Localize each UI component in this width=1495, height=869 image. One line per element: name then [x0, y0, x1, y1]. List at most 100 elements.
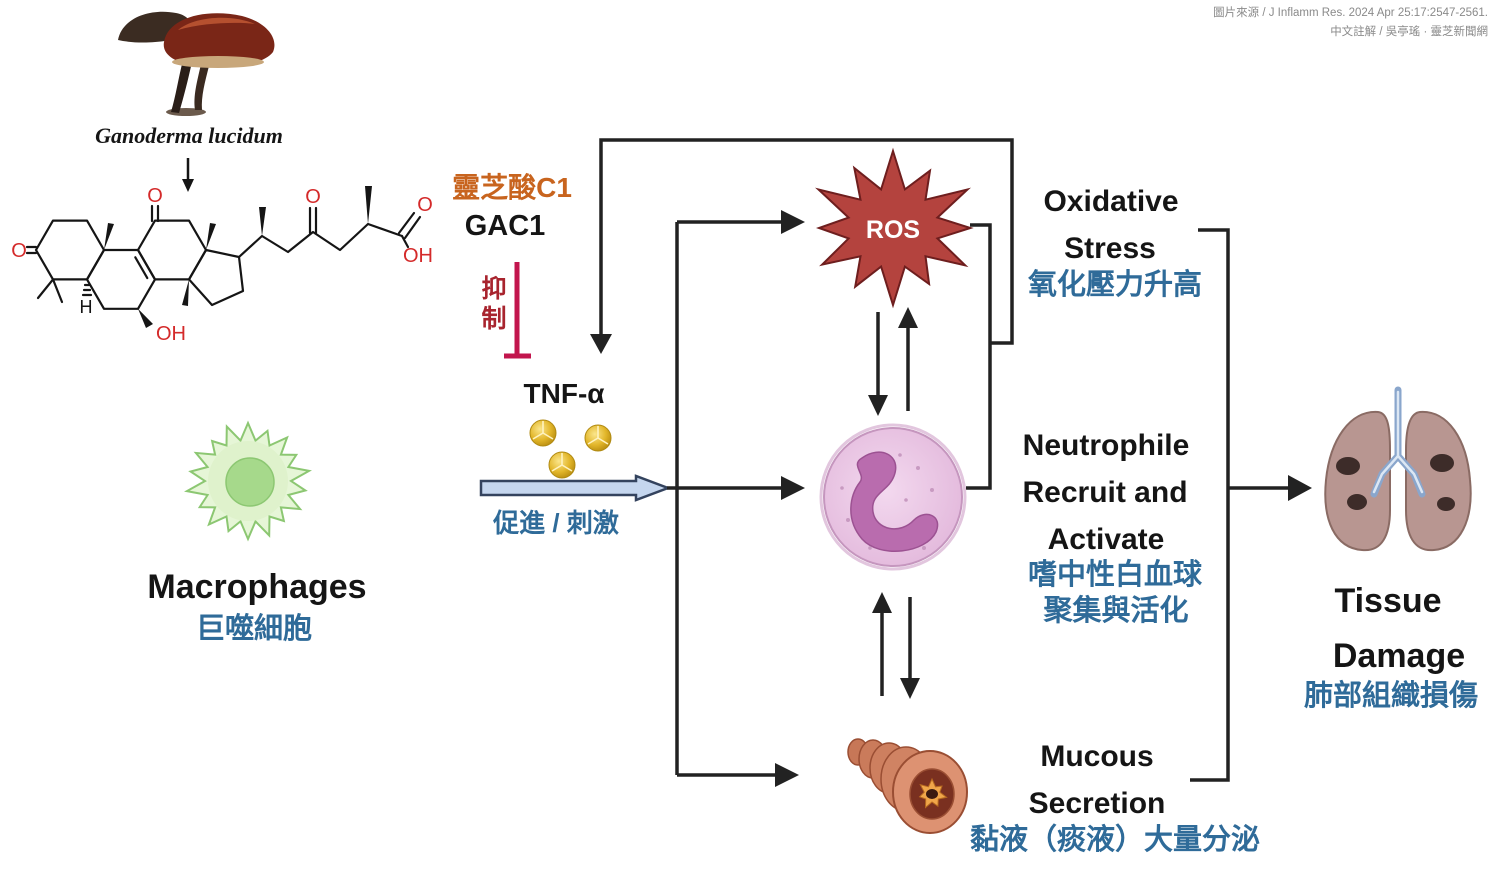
- gac1-structure: O O O O OH OH H: [11, 185, 433, 345]
- ros-to-neutrophil-head-icon: [868, 395, 888, 416]
- ros-burst-shape: [815, 147, 974, 309]
- neutrophil-granules: [840, 453, 934, 550]
- granule: [840, 486, 844, 490]
- mushroom-cap-underside: [172, 56, 264, 68]
- tnf-ball-3-mark: [551, 453, 573, 472]
- macrophage-nucleus: [225, 457, 275, 507]
- acid-oxygen-label: O: [417, 194, 433, 216]
- side-chain: [237, 222, 404, 259]
- tissue-damage-label-zh: 肺部組織損傷: [1304, 678, 1478, 712]
- outcome-bracket: [1190, 228, 1230, 782]
- ros-burst-icon: ROS: [815, 147, 974, 309]
- neutrophil-outer-ring: [819, 423, 967, 571]
- c25-methyl-wedge: [365, 186, 372, 224]
- feedback-arrow-head-icon: [590, 334, 612, 354]
- neutrophil-label-zh-line2: 聚集與活化: [1042, 594, 1188, 627]
- inhibit-label-char1: 抑: [481, 275, 506, 303]
- granule: [846, 518, 850, 522]
- lesion-3: [1430, 454, 1454, 472]
- lungs-icon: [1324, 386, 1472, 552]
- species-to-compound-arrow: [182, 158, 194, 192]
- macrophage-label-zh: 巨噬細胞: [196, 611, 312, 645]
- mushroom-stem-front: [194, 64, 209, 110]
- oxidative-stress-line1: Oxidative: [1043, 185, 1178, 218]
- neutrophil-to-ros-head-icon: [898, 307, 918, 328]
- macrophage-icon: [184, 420, 312, 542]
- lesion-2: [1347, 494, 1367, 510]
- tnf-ball-1: [529, 419, 557, 447]
- compound-name-zh: 靈芝酸C1: [452, 172, 572, 203]
- structure-wedges: [104, 186, 372, 328]
- ring-d: [187, 248, 245, 307]
- mushroom-cap-front: [163, 13, 275, 68]
- mucous-to-neutrophil-head-icon: [872, 592, 892, 613]
- oxidative-stress-label-zh: 氧化壓力升高: [1027, 268, 1202, 301]
- granule: [916, 466, 920, 470]
- oxidative-stress-line2: Stress: [1064, 232, 1156, 265]
- c20-methyl-wedge: [259, 207, 266, 236]
- granule: [898, 453, 902, 457]
- mucous-line2: Secretion: [1029, 787, 1166, 820]
- species-label: Ganoderma lucidum: [95, 123, 283, 148]
- macrophage-label-en: Macrophages: [147, 568, 366, 606]
- source-credit-line1: 圖片來源 / J Inflamm Res. 2024 Apr 25:17:254…: [1213, 5, 1488, 19]
- c7-hydroxyl-label: OH: [156, 323, 186, 345]
- c3-oxygen-label: O: [11, 240, 27, 262]
- c14-methyl-wedge: [182, 279, 189, 306]
- tnf-ball-2: [584, 424, 612, 452]
- c4-methyl-b: [51, 278, 64, 304]
- delta8-double-bond: [134, 256, 149, 280]
- mushroom-stem-back: [171, 60, 192, 113]
- tnf-trimer-icon: [529, 419, 612, 479]
- airway-icon: [847, 738, 968, 834]
- neutrophil-nucleus: [850, 451, 939, 552]
- tissue-damage-line1: Tissue: [1334, 582, 1441, 620]
- tnf-ball-1-mark: [532, 421, 554, 440]
- granule: [904, 498, 908, 502]
- ring-a: [34, 219, 106, 281]
- inhibition-bar-icon: [504, 262, 531, 359]
- to-mucous-arrow-head-icon: [775, 763, 799, 787]
- flow-lines: [590, 138, 1312, 787]
- mucous-label-zh: 黏液（痰液）大量分泌: [970, 823, 1260, 856]
- c23-oxygen-label: O: [305, 186, 321, 208]
- acid-carbonyl-bond-a: [397, 211, 416, 235]
- granule: [868, 546, 872, 550]
- mushroom-icon: [118, 11, 275, 116]
- ring-b: [85, 248, 157, 310]
- tnf-ball-3: [548, 451, 576, 479]
- trachea-lumen: [1372, 390, 1424, 494]
- tnf-ball-2-mark: [587, 426, 609, 445]
- structure-bonds: [25, 204, 422, 310]
- neutrophil-line1: Neutrophile: [1023, 429, 1190, 462]
- to-tissue-damage-head-icon: [1288, 475, 1312, 501]
- lesion-1: [1336, 457, 1360, 475]
- stimulation-label: 促進 / 刺激: [492, 508, 619, 538]
- left-lung: [1324, 410, 1391, 552]
- c11-oxygen-label: O: [147, 185, 163, 207]
- lesion-4: [1437, 497, 1455, 511]
- neutrophil-label-zh-line1: 嗜中性白血球: [1028, 558, 1203, 591]
- acid-carbonyl-bond-b: [403, 215, 422, 240]
- c7-hydroxyl-wedge: [138, 308, 153, 328]
- mushroom-cap-highlight: [178, 17, 255, 30]
- ros-neutrophil-bracket: [966, 223, 992, 490]
- to-ros-arrow-head-icon: [781, 210, 805, 234]
- to-neutrophil-arrow-head-icon: [781, 476, 805, 500]
- ring-c: [136, 219, 208, 281]
- source-credit-line2: 中文註解 / 吳亭瑤 · 靈芝新聞網: [1330, 24, 1488, 38]
- mucus-core: [926, 789, 938, 799]
- neutrophil-line3: Activate: [1048, 523, 1165, 556]
- tissue-damage-line2: Damage: [1333, 637, 1465, 675]
- c4-methyl-a: [36, 278, 55, 300]
- right-lung: [1405, 410, 1472, 552]
- c5-hydrogen-label: H: [80, 297, 93, 317]
- inhibit-label-char2: 制: [481, 305, 506, 333]
- compound-name-en: GAC1: [465, 210, 546, 242]
- neutrophil-icon: [819, 423, 967, 571]
- feedback-loop-line: [599, 138, 1014, 345]
- c10-methyl-wedge: [104, 223, 114, 250]
- acid-hydroxyl-label: OH: [403, 245, 433, 267]
- arrow-head-down-icon: [182, 179, 194, 192]
